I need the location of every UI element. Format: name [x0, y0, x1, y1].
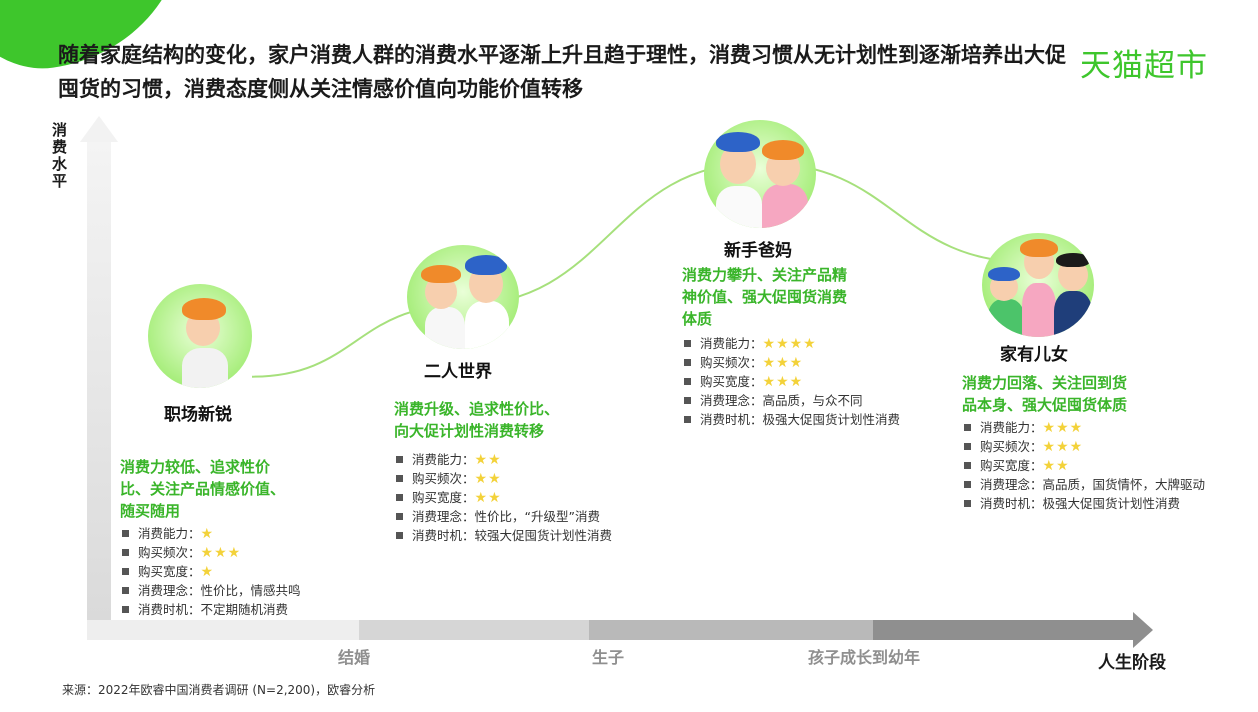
rating-stars: ★★ — [1042, 458, 1070, 474]
rating-stars: ★ — [200, 564, 215, 580]
x-axis — [87, 612, 1153, 648]
x-axis-arrowhead — [1133, 612, 1153, 648]
source-note: 来源：2022年欧睿中国消费者调研 (N=2,200)，欧睿分析 — [62, 683, 376, 697]
attr-breadth: 购买宽度：★★ — [964, 456, 1205, 475]
attr-ability: 消费能力：★★★★ — [684, 334, 900, 353]
x-axis-segment-3 — [873, 620, 1133, 640]
x-axis-label: 人生阶段 — [1098, 653, 1166, 673]
attr-timing: 消费时机：较强大促囤货计划性消费 — [396, 526, 612, 545]
attr-breadth: 购买宽度：★ — [122, 562, 301, 581]
rating-stars: ★★★★ — [762, 336, 817, 352]
attr-ability: 消费能力：★★★ — [964, 418, 1205, 437]
attr-frequency: 购买频次：★★★ — [964, 437, 1205, 456]
group-name-young-professional: 职场新锐 — [164, 405, 232, 425]
group-name-new-parents: 新手爸妈 — [724, 241, 792, 261]
trend-line — [251, 161, 1033, 378]
attr-list-couple: 消费能力：★★ 购买频次：★★ 购买宽度：★★ 消费理念：性价比，“升级型”消费… — [396, 450, 612, 545]
attr-philosophy: 消费理念：性价比，“升级型”消费 — [396, 507, 612, 526]
x-axis-segment-2 — [589, 620, 873, 640]
rating-stars: ★★ — [474, 471, 502, 487]
rating-stars: ★★★ — [1042, 420, 1084, 436]
y-axis-label: 消费水平 — [50, 122, 68, 190]
rating-stars: ★★★ — [762, 374, 804, 390]
avatar-young-professional — [148, 284, 252, 388]
stage-label-marriage: 结婚 — [338, 648, 371, 667]
attr-philosophy: 消费理念：高品质，国货情怀，大牌驱动 — [964, 475, 1205, 494]
brand-logo: 天猫超市 — [1080, 48, 1208, 84]
attr-list-family-with-children: 消费能力：★★★ 购买频次：★★★ 购买宽度：★★ 消费理念：高品质，国货情怀，… — [964, 418, 1205, 513]
page-title: 随着家庭结构的变化，家户消费人群的消费水平逐渐上升且趋于理性，消费习惯从无计划性… — [58, 43, 1066, 101]
y-axis-arrowhead — [80, 116, 118, 142]
attr-philosophy: 消费理念：高品质，与众不同 — [684, 391, 900, 410]
attr-ability: 消费能力：★★ — [396, 450, 612, 469]
avatar-family-with-children — [982, 233, 1094, 337]
avatar-couple — [407, 245, 519, 349]
rating-stars: ★ — [200, 526, 215, 542]
rating-stars: ★★★ — [762, 355, 804, 371]
rating-stars: ★★★ — [200, 545, 242, 561]
x-axis-segment-1 — [359, 620, 589, 640]
stage-label-childbirth: 生子 — [592, 648, 625, 667]
avatar-new-parents — [704, 120, 816, 228]
attr-list-new-parents: 消费能力：★★★★ 购买频次：★★★ 购买宽度：★★★ 消费理念：高品质，与众不… — [684, 334, 900, 429]
group-name-couple: 二人世界 — [424, 362, 492, 382]
group-desc-couple: 消费升级、追求性价比、 向大促计划性消费转移 — [394, 400, 560, 440]
group-desc-young-professional: 消费力较低、追求性价 比、关注产品情感价值、 随买随用 — [120, 458, 286, 520]
attr-timing: 消费时机：极强大促囤货计划性消费 — [964, 494, 1205, 513]
attr-timing: 消费时机：不定期随机消费 — [122, 600, 301, 619]
attr-philosophy: 消费理念：性价比，情感共鸣 — [122, 581, 301, 600]
group-desc-new-parents: 消费力攀升、关注产品精 神价值、强大促囤货消费 体质 — [682, 266, 848, 328]
rating-stars: ★★ — [474, 490, 502, 506]
group-name-family-with-children: 家有儿女 — [1000, 345, 1068, 365]
group-desc-family-with-children: 消费力回落、关注回到货 品本身、强大促囤货体质 — [962, 374, 1128, 414]
attr-timing: 消费时机：极强大促囤货计划性消费 — [684, 410, 900, 429]
rating-stars: ★★ — [474, 452, 502, 468]
attr-list-young-professional: 消费能力：★ 购买频次：★★★ 购买宽度：★ 消费理念：性价比，情感共鸣 消费时… — [122, 524, 301, 619]
stage-label-child-growth: 孩子成长到幼年 — [808, 648, 921, 667]
attr-ability: 消费能力：★ — [122, 524, 301, 543]
x-axis-segment-0 — [87, 620, 359, 640]
attr-frequency: 购买频次：★★ — [396, 469, 612, 488]
attr-frequency: 购买频次：★★★ — [122, 543, 301, 562]
attr-breadth: 购买宽度：★★★ — [684, 372, 900, 391]
attr-frequency: 购买频次：★★★ — [684, 353, 900, 372]
y-axis-bar — [87, 140, 111, 640]
attr-breadth: 购买宽度：★★ — [396, 488, 612, 507]
rating-stars: ★★★ — [1042, 439, 1084, 455]
